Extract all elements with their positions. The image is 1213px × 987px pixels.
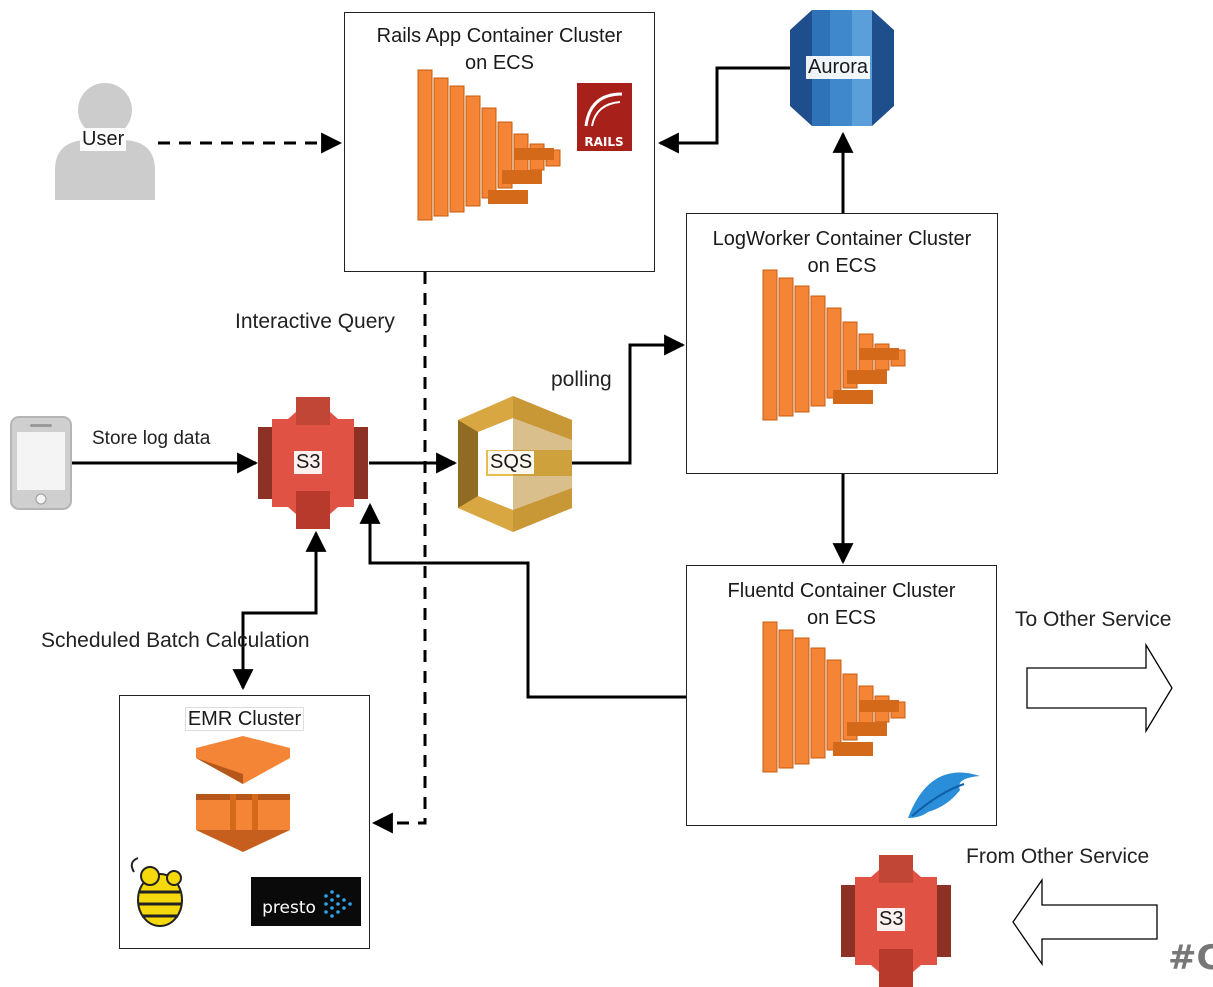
user-icon xyxy=(55,83,155,200)
emr-cluster-title-text: EMR Cluster xyxy=(184,707,305,731)
emr-cluster-box: EMR Cluster xyxy=(119,695,370,949)
scheduled-batch-label: Scheduled Batch Calculation xyxy=(41,629,310,652)
fluentd-cluster-title-line2: on ECS xyxy=(807,607,876,629)
interactive-query-label: Interactive Query xyxy=(235,310,395,333)
emr-cluster-title: EMR Cluster xyxy=(120,706,369,733)
sqs-label: SQS xyxy=(488,451,535,474)
fluentd-cluster-title: Fluentd Container Cluster on ECS xyxy=(687,578,996,632)
edge-sqs-to-logworker-polling xyxy=(572,334,686,465)
fluentd-cluster-title-line1: Fluentd Container Cluster xyxy=(727,580,956,602)
user-label: User xyxy=(80,128,127,151)
s3-main-label: S3 xyxy=(294,451,323,474)
logworker-cluster-title-line1: LogWorker Container Cluster xyxy=(712,228,972,250)
from-other-service-label: From Other Service xyxy=(966,845,1150,868)
phone-icon xyxy=(10,416,72,510)
s3-other-label: S3 xyxy=(877,908,906,931)
edge-fluentd-to-s3 xyxy=(359,502,687,699)
rails-cluster-title-line2: on ECS xyxy=(465,52,534,74)
edge-aurora-to-rails xyxy=(657,66,790,154)
rails-cluster-title-line1: Rails App Container Cluster xyxy=(376,25,623,47)
watermark-text: #C xyxy=(1168,938,1213,978)
rails-cluster-title: Rails App Container Cluster on ECS xyxy=(345,23,654,77)
edge-s3-emr-scheduled-batch xyxy=(232,530,327,691)
rails-cluster-box: Rails App Container Cluster on ECS xyxy=(344,12,655,272)
to-other-service-label: To Other Service xyxy=(1015,608,1172,631)
aurora-label: Aurora xyxy=(806,56,871,79)
fluentd-cluster-box: Fluentd Container Cluster on ECS xyxy=(686,565,997,826)
logworker-cluster-title-line2: on ECS xyxy=(807,255,877,277)
store-log-data-label: Store log data xyxy=(92,428,211,449)
to-other-service-arrow xyxy=(1026,642,1173,734)
polling-label: polling xyxy=(551,368,612,391)
logworker-cluster-title: LogWorker Container Cluster on ECS xyxy=(687,226,997,280)
edge-rails-to-emr-interactive-query xyxy=(371,272,427,834)
from-other-service-arrow xyxy=(1012,877,1158,967)
logworker-cluster-box: LogWorker Container Cluster on ECS xyxy=(686,213,998,474)
